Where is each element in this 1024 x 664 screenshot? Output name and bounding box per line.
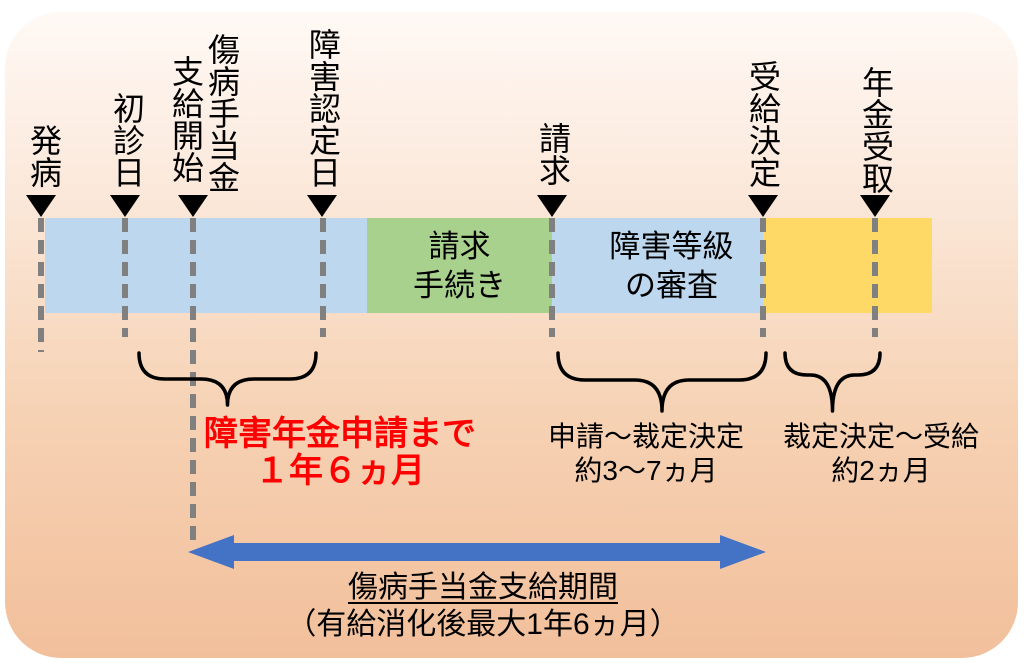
- brace-apply-to-decision: [556, 351, 768, 413]
- marker-triangle-first-visit: [110, 195, 140, 217]
- marker-triangle-certification: [307, 195, 337, 217]
- label-certification-date: 障害認定日: [305, 28, 341, 188]
- annotation-line: 障害年金申請まで: [204, 415, 476, 453]
- marker-triangle-pension-receipt: [860, 195, 890, 217]
- segment-caption-claim-procedure: 請求 手続き: [367, 218, 552, 313]
- marker-triangle-allowance-start: [178, 195, 208, 217]
- annotation-apply-to-decision: 申請～裁定決定 約3～7ヵ月: [516, 420, 776, 488]
- annotation-line: 裁定決定～受給: [782, 421, 979, 452]
- marker-triangle-onset: [26, 195, 56, 217]
- segment-grade-review: [552, 218, 763, 313]
- dashline-certification: [320, 218, 326, 337]
- label-pension-receipt: 年金受取: [858, 66, 894, 194]
- label-award-decision: 受給決定: [745, 60, 781, 188]
- brace-decision-to-receive: [783, 351, 882, 413]
- segment-before-claim: [45, 218, 367, 313]
- dashline-first-visit: [122, 218, 128, 337]
- marker-triangle-award-decision: [748, 195, 778, 217]
- label-first-visit: 初診日: [109, 92, 145, 188]
- caption-line: の審査: [625, 267, 718, 303]
- brace-to-pension-apply: [137, 351, 318, 407]
- dashline-onset: [38, 218, 44, 352]
- annotation-line: 申請～裁定決定: [547, 421, 744, 452]
- caption-line: 手続き: [413, 267, 506, 303]
- benefit-period-caption: 傷病手当金支給期間 （有給消化後最大1年6ヵ月）: [268, 569, 698, 643]
- benefit-period-title: 傷病手当金支給期間: [348, 571, 618, 604]
- caption-line: 障害等級: [609, 228, 734, 264]
- annotation-to-pension-apply: 障害年金申請まで １年６ヵ月: [180, 416, 500, 490]
- annotation-line: １年６ヵ月: [255, 452, 425, 490]
- dashline-pension-receipt: [872, 218, 878, 337]
- benefit-period-subtitle: （有給消化後最大1年6ヵ月）: [286, 608, 680, 641]
- dashline-award-decision: [760, 218, 766, 337]
- benefit-period-arrow: [188, 535, 766, 569]
- annotation-decision-to-receive: 裁定決定～受給 約2ヵ月: [761, 420, 1001, 488]
- caption-line: 請求: [428, 228, 491, 264]
- segment-claim-procedure: [367, 218, 552, 313]
- annotation-line: 約2ヵ月: [831, 455, 931, 486]
- segment-after-decision: [763, 218, 932, 313]
- label-payment-start: 支給開始: [168, 55, 204, 183]
- annotation-line: 約3～7ヵ月: [574, 455, 718, 486]
- dashline-claim: [549, 218, 555, 337]
- label-onset: 発病: [26, 124, 62, 188]
- label-claim: 請求: [535, 122, 571, 186]
- marker-triangle-claim: [537, 195, 567, 217]
- segment-caption-grade-review: 障害等級 の審査: [566, 218, 777, 313]
- label-sickness-allowance: 傷病手当金: [204, 33, 240, 193]
